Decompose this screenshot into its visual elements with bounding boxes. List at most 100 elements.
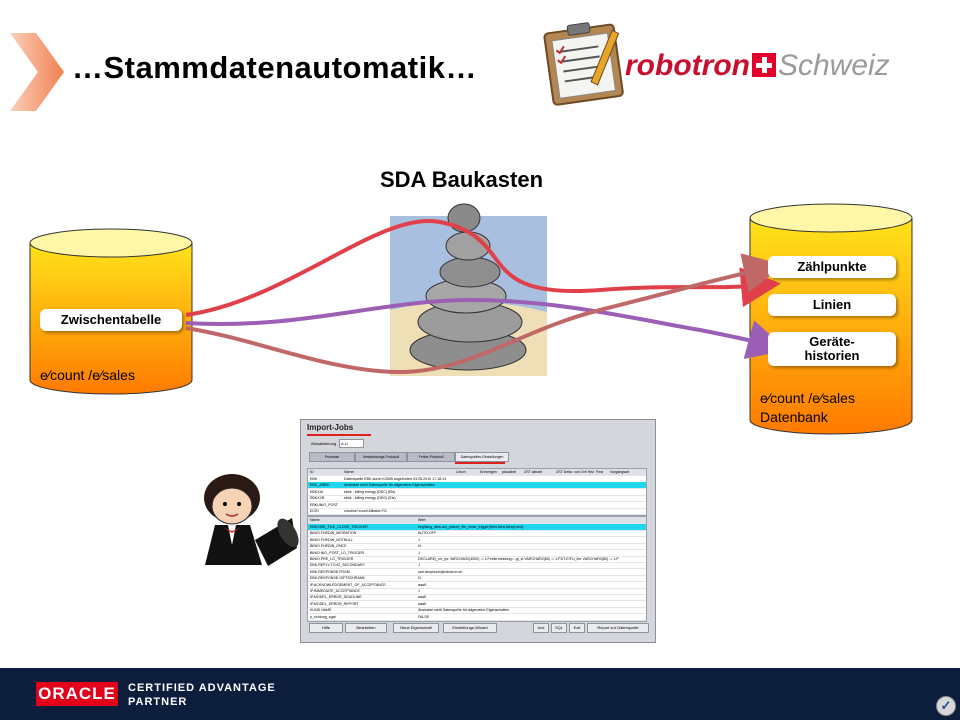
certified-line1: CERTIFIED ADVANTAGE (128, 682, 276, 694)
filter-label: Aktualisierung (311, 441, 337, 446)
right-db-caption-line2: Datenbank (760, 409, 828, 425)
property-value: N (418, 576, 421, 581)
properties-row[interactable]: EBK.REPLY-TO.fO_SECONDARY J (308, 562, 646, 570)
grid-column-header[interactable]: Name (344, 470, 354, 474)
property-name: BINIO.NIO_POST_LO_TRIGGER (310, 550, 365, 555)
sda-baukasten-title: SDA Baukasten (380, 167, 544, 192)
zwischentabelle-label: Zwischentabelle (60, 312, 162, 327)
left-db-caption: e∕count /e∕sales (40, 367, 135, 383)
tab-datenquellen-einstellungen[interactable]: Datenquellen-Einstellungen (455, 452, 509, 462)
property-value: begilsing_dbis.am_picture_file_close_tri… (418, 525, 524, 529)
screenshot-button[interactable]: Einstellungs-Wizard (443, 623, 497, 633)
row-id: EBKUNIO_POST (310, 502, 338, 507)
property-value: J (418, 589, 420, 593)
grid-column-header[interactable]: Erzwingen (480, 470, 497, 474)
geraete-historien-label: Geräte- historien (804, 334, 860, 363)
datasource-grid: ID Name Lösch Erzwingen plausibel ZST aktuell… (307, 468, 647, 516)
oracle-logo: ORACLE (36, 682, 118, 706)
grid-column-header[interactable]: Vorgangsart (610, 470, 630, 474)
properties-row[interactable]: IP.MODEL_ERROR_DEADLINE aaaK (308, 594, 646, 602)
filter-field[interactable]: A.U (339, 439, 364, 448)
row-name: Abstrakte stellt Datenquelle für allgeme… (344, 483, 436, 488)
property-name: p_richtung_sgat (310, 614, 336, 619)
linien-label: Linien (812, 297, 852, 312)
screenshot-button[interactable]: Report zur Datenquelle (587, 623, 649, 633)
property-name: BINIO.PRE_LO_TRIGGER (310, 557, 354, 561)
properties-header-row: Name Wert (308, 517, 646, 524)
arrow-purple (185, 297, 788, 359)
grid-column-header[interactable]: plausibel (502, 470, 517, 474)
grid-column-header[interactable]: ZST Delta (556, 470, 573, 474)
brand-robotron: robotron (625, 49, 750, 82)
properties-row[interactable]: BINIO.FHEDIN_MIGRATION AUTO-OFF (308, 530, 646, 538)
property-value: AUTO-OFF (418, 531, 437, 536)
screenshot-button[interactable]: SQL (551, 623, 567, 633)
footer-bar (0, 668, 960, 720)
properties-row[interactable]: IP.IMMEDIATE_ACCEPTANCE J (308, 588, 646, 595)
property-name: BINIO.FHEDIN_MIGRATION (310, 531, 357, 536)
properties-row[interactable]: KUND NAME Abstrakte stellt Datenquelle fü… (308, 607, 646, 615)
property-value: N (418, 544, 421, 549)
property-value: aaaK (418, 595, 427, 600)
property-value: FALSE (418, 614, 430, 619)
properties-column-header[interactable]: Name (310, 518, 320, 522)
properties-row[interactable]: BINIO.NIO_POST_LO_TRIGGER J (308, 550, 646, 557)
arrow-red (185, 218, 781, 317)
grid-column-header[interactable]: Lösch (456, 470, 466, 474)
arrow-brown (185, 253, 784, 375)
certified-line2: PARTNER (128, 696, 188, 708)
screenshot-button[interactable]: Hilfe (309, 623, 343, 633)
property-name: EBK.RESPONSE.FROM (310, 569, 350, 574)
clipboard-icon (543, 22, 624, 106)
title-underline (307, 434, 371, 436)
property-name: EBKXIRE_FILE_CLOSE_TRIGGER (310, 525, 368, 529)
property-name: IP.IMMEDIATE_ACCEPTANCE (310, 589, 360, 593)
flow-arrows (185, 218, 788, 375)
screenshot-button[interactable]: Neue Eigenschaft (393, 623, 439, 633)
row-name: Datenquelle EBK durch KOMA angefordert 0… (344, 477, 447, 481)
grid-column-header[interactable]: Fest (596, 470, 603, 474)
property-name: EBK.RESPONSE.GIFTSCHRANK (310, 576, 365, 581)
zaehlpunkte-pill: Zählpunkte (768, 256, 896, 278)
property-value: J (418, 550, 420, 555)
screenshot-button[interactable]: Ank (533, 623, 549, 633)
property-value: Abstrakte stellt Datenquelle für allgeme… (418, 608, 510, 613)
properties-row[interactable]: p_richtung_sgat FALSE (308, 614, 646, 621)
property-name: EBK.REPLY-TO.fO_SECONDARY (310, 563, 365, 568)
grid-column-header[interactable]: ZST aktuell (524, 470, 543, 474)
grid-column-header[interactable]: ID (310, 470, 314, 474)
grid-column-header[interactable]: von Ort/ Hist (574, 470, 594, 474)
properties-row[interactable]: EBKXIRE_FILE_CLOSE_TRIGGER begilsing_dbis… (308, 524, 646, 531)
import-jobs-screenshot: Import-Jobs Aktualisierung A.U Prozesse … (300, 419, 656, 643)
properties-column-header[interactable]: Wert (418, 518, 426, 522)
zaehlpunkte-label: Zählpunkte (797, 259, 867, 274)
property-name: KUND NAME (310, 608, 332, 613)
row-name: ebkk - billing energy (DEG) (Eis) (344, 496, 396, 501)
property-name: IP.MODEL_ERROR_REPORT (310, 601, 359, 606)
grid-row[interactable]: EBKUNIO_POST (308, 502, 646, 509)
screenshot-button[interactable]: Bearbeiten (345, 623, 387, 633)
property-name: IP.MODEL_ERROR_DEADLINE (310, 595, 362, 600)
grid-header-row: ID Name Lösch Erzwingen plausibel ZST aktuell… (308, 469, 646, 476)
row-id: ECRI (310, 509, 319, 513)
tab-verarbeitungs-protokoll[interactable]: Verarbeitungs-Protokoll (355, 452, 407, 462)
tab-prozesse[interactable]: Prozesse (309, 452, 355, 462)
property-value: J (418, 563, 420, 568)
row-name: ebkk - billing energy (DEC) (Eis) (344, 489, 396, 494)
right-db-caption-line1: e∕count /e∕sales (760, 390, 855, 406)
properties-row[interactable]: EBK.RESPONSE.GIFTSCHRANK N (308, 575, 646, 583)
tab-fehler-protokoll[interactable]: Fehler-Protokoll (407, 452, 455, 462)
screenshot-button[interactable]: Exit (569, 623, 585, 633)
